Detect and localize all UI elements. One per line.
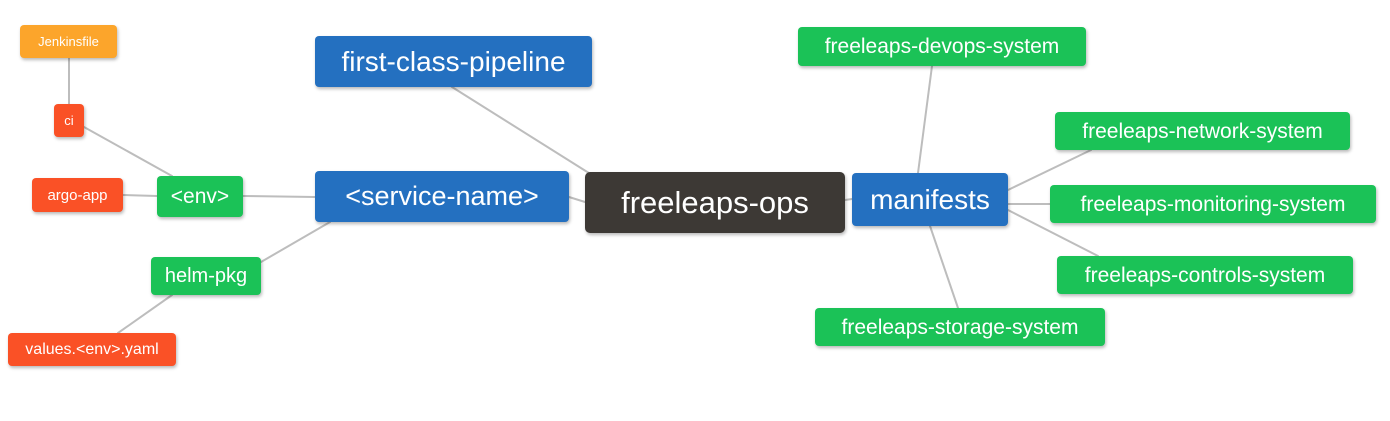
node-helm-pkg[interactable]: helm-pkg [151,257,261,295]
edge-manifests-to-freeleaps-network-system [1007,149,1092,191]
node-values-env-yaml[interactable]: values.<env>.yaml [8,333,176,366]
node-label-values-env-yaml: values.<env>.yaml [25,340,159,358]
node-ci[interactable]: ci [54,104,84,137]
node-label-env: <env> [170,185,230,208]
edge-env-to-argo-app [122,194,158,197]
node-freeleaps-ops[interactable]: freeleaps-ops [585,172,845,233]
node-label-manifests: manifests [870,183,990,215]
node-label-helm-pkg: helm-pkg [164,265,248,287]
node-label-freeleaps-network-system: freeleaps-network-system [1082,119,1323,143]
edge-env-to-ci [83,126,173,177]
node-freeleaps-network-system[interactable]: freeleaps-network-system [1055,112,1350,150]
node-jenkinsfile[interactable]: Jenkinsfile [20,25,117,58]
node-freeleaps-storage-system[interactable]: freeleaps-storage-system [815,308,1105,346]
edge-freeleaps-ops-to-first-class-pipeline [451,86,601,181]
node-label-ci: ci [64,113,74,128]
node-label-service-name: <service-name> [345,181,539,211]
node-manifests[interactable]: manifests [852,173,1008,226]
edge-freeleaps-ops-to-service-name [568,196,586,203]
node-freeleaps-devops-system[interactable]: freeleaps-devops-system [798,27,1086,66]
edge-service-name-to-env [242,195,316,198]
node-label-freeleaps-ops: freeleaps-ops [621,185,809,220]
edge-manifests-to-freeleaps-storage-system [929,225,959,309]
edge-freeleaps-ops-to-manifests [844,198,853,201]
node-argo-app[interactable]: argo-app [32,178,123,212]
edge-service-name-to-helm-pkg [260,221,331,263]
edge-manifests-to-freeleaps-devops-system [917,65,933,174]
node-freeleaps-monitoring-system[interactable]: freeleaps-monitoring-system [1050,185,1376,223]
node-first-class-pipeline[interactable]: first-class-pipeline [315,36,592,87]
node-freeleaps-controls-system[interactable]: freeleaps-controls-system [1057,256,1353,294]
node-label-freeleaps-storage-system: freeleaps-storage-system [841,315,1079,339]
node-env[interactable]: <env> [157,176,243,217]
node-label-freeleaps-devops-system: freeleaps-devops-system [824,35,1060,58]
node-label-jenkinsfile: Jenkinsfile [38,34,99,49]
node-label-freeleaps-controls-system: freeleaps-controls-system [1084,263,1326,287]
edge-helm-pkg-to-values-env-yaml [117,294,173,334]
node-service-name[interactable]: <service-name> [315,171,569,222]
node-label-argo-app: argo-app [47,186,108,204]
node-label-freeleaps-monitoring-system: freeleaps-monitoring-system [1080,192,1346,216]
node-label-first-class-pipeline: first-class-pipeline [341,45,566,77]
